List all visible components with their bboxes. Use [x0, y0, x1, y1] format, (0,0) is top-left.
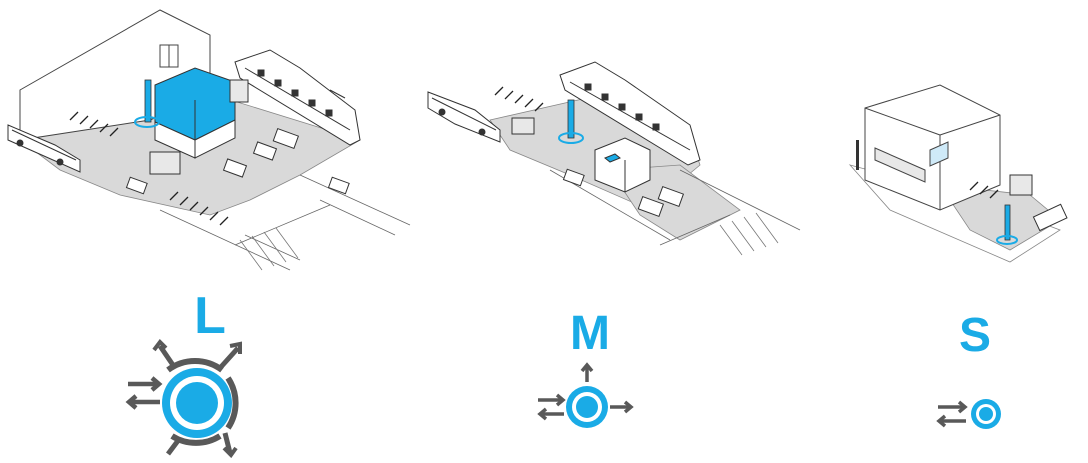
hub-size-label-large: L [194, 287, 226, 345]
hub-sign-pole [144, 79, 152, 123]
hub-sign-pole [567, 99, 575, 139]
tram [234, 49, 361, 146]
shelter [511, 117, 535, 135]
parked-car [1032, 203, 1068, 232]
mobility-hub-small-icon [932, 392, 1012, 442]
lockers [1009, 174, 1033, 196]
mobility-hub-large-icon [120, 328, 270, 459]
hub-core [576, 396, 598, 418]
exchange-arrows [936, 400, 968, 428]
bike-rack [494, 86, 544, 112]
street-lines [159, 174, 411, 271]
exchange-arrows [125, 376, 163, 410]
crosswalk [239, 227, 299, 271]
hub-core [979, 407, 993, 421]
crosswalk [719, 212, 779, 256]
bus [427, 91, 501, 143]
parked-cars [125, 127, 350, 195]
hub-marker [996, 235, 1018, 245]
building [864, 84, 1001, 211]
sign-pole [856, 140, 859, 170]
direction-arrows [537, 362, 634, 421]
small-hub-illustration [830, 0, 1088, 300]
kiosk [594, 137, 651, 193]
hub-marker [134, 116, 160, 128]
bike-rack [969, 181, 999, 199]
hub-sign-pole [1004, 204, 1011, 241]
bus [7, 124, 81, 173]
tram [559, 61, 701, 166]
hub-building [154, 67, 236, 159]
medium-hub-illustration [420, 0, 810, 300]
direction-arrows [152, 338, 242, 459]
parked-cars [562, 168, 685, 217]
large-hub-illustration [0, 0, 420, 300]
bike-rack [69, 111, 229, 226]
hub-size-label-small: S [958, 309, 991, 362]
shelter [149, 79, 249, 175]
hub-marker [558, 132, 584, 144]
mobility-hub-medium-icon [532, 360, 642, 440]
hub-size-label-medium: M [570, 307, 610, 360]
hub-core [176, 382, 218, 424]
